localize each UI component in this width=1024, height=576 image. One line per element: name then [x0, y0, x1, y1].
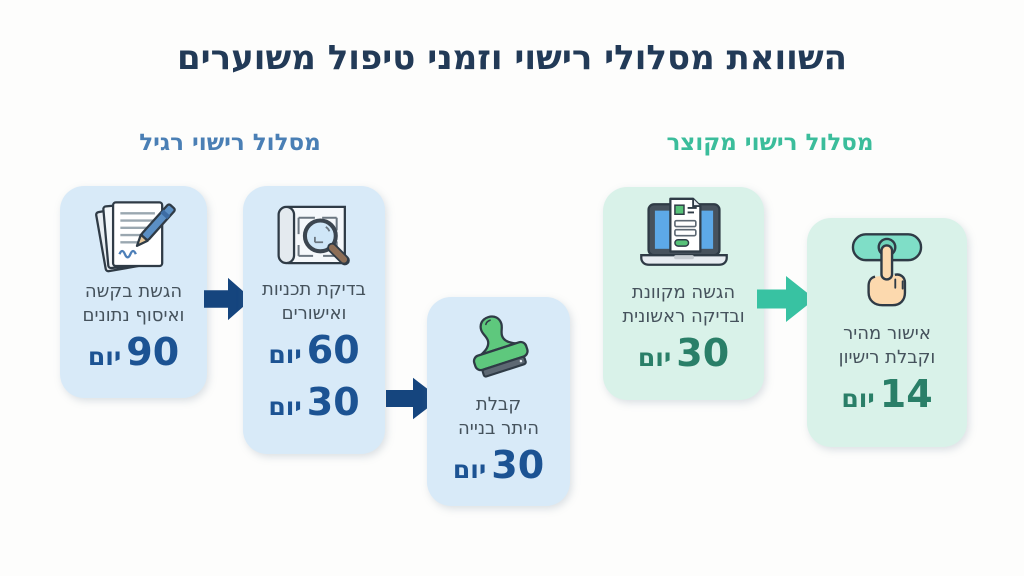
duration-value: 30	[676, 330, 730, 375]
duration-value: 90	[126, 329, 180, 374]
card-label-line: וקבלת רישיון	[838, 346, 936, 368]
card-online-submission: הגשה מקוונת ובדיקה ראשונית 30 יום	[603, 187, 764, 400]
duration-value: 14	[879, 371, 933, 416]
regular-track-header: מסלול רישוי רגיל	[139, 130, 321, 156]
card-label-line: אישור מהיר	[843, 323, 931, 344]
stamp-icon	[455, 307, 543, 389]
duration-14-days: 14 יום	[841, 372, 932, 416]
card-building-permit: קבלת היתר בנייה 30 יום	[427, 297, 570, 506]
duration-unit: יום	[452, 454, 487, 484]
card-label: אישור מהיר וקבלת רישיון	[839, 322, 936, 370]
duration-unit: יום	[637, 342, 672, 372]
card-label-line: ואישורים	[281, 302, 347, 324]
duration-unit: יום	[841, 383, 875, 413]
duration-unit: יום	[268, 391, 302, 421]
shortened-track-header: מסלול רישוי מקוצר	[666, 130, 874, 156]
button-press-icon	[841, 228, 933, 318]
blueprint-magnifier-icon	[267, 196, 361, 274]
laptop-form-icon	[632, 197, 736, 277]
duration-60-days: 60 יום	[268, 328, 359, 372]
card-submit-application: הגשת בקשה ואיסוף נתונים 90 יום	[60, 186, 207, 398]
duration-30-days: 30 יום	[453, 443, 544, 487]
card-label-line: קבלת	[475, 394, 522, 415]
duration-unit: יום	[268, 339, 302, 369]
duration-value: 60	[306, 327, 360, 372]
page-title: השוואת מסלולי רישוי וזמני טיפול משוערים	[177, 38, 847, 78]
card-label-line: ואיסוף נתונים	[82, 304, 185, 326]
card-fast-approval: אישור מהיר וקבלת רישיון 14 יום	[807, 218, 967, 447]
card-label-line: הגשת בקשה	[84, 281, 183, 302]
card-label-line: הגשה מקוונת	[631, 282, 736, 303]
card-label: קבלת היתר בנייה	[458, 393, 539, 441]
card-label-line: בדיקת תכניות	[262, 279, 366, 300]
duration-unit: יום	[87, 341, 122, 371]
card-label-line: ובדיקה ראשונית	[622, 305, 745, 327]
duration-value: 30	[491, 442, 545, 487]
documents-pen-icon	[88, 196, 180, 276]
card-label: הגשה מקוונת ובדיקה ראשונית	[622, 281, 744, 329]
card-label-line: היתר בנייה	[458, 417, 539, 439]
duration-30-days: 30 יום	[638, 331, 729, 375]
duration-30-days: 30 יום	[268, 380, 359, 424]
card-plan-review: בדיקת תכניות ואישורים 60 יום 30 יום	[243, 186, 385, 454]
card-label: הגשת בקשה ואיסוף נתונים	[83, 280, 185, 328]
card-label: בדיקת תכניות ואישורים	[262, 278, 366, 326]
duration-90-days: 90 יום	[88, 330, 179, 374]
duration-value: 30	[306, 379, 360, 424]
